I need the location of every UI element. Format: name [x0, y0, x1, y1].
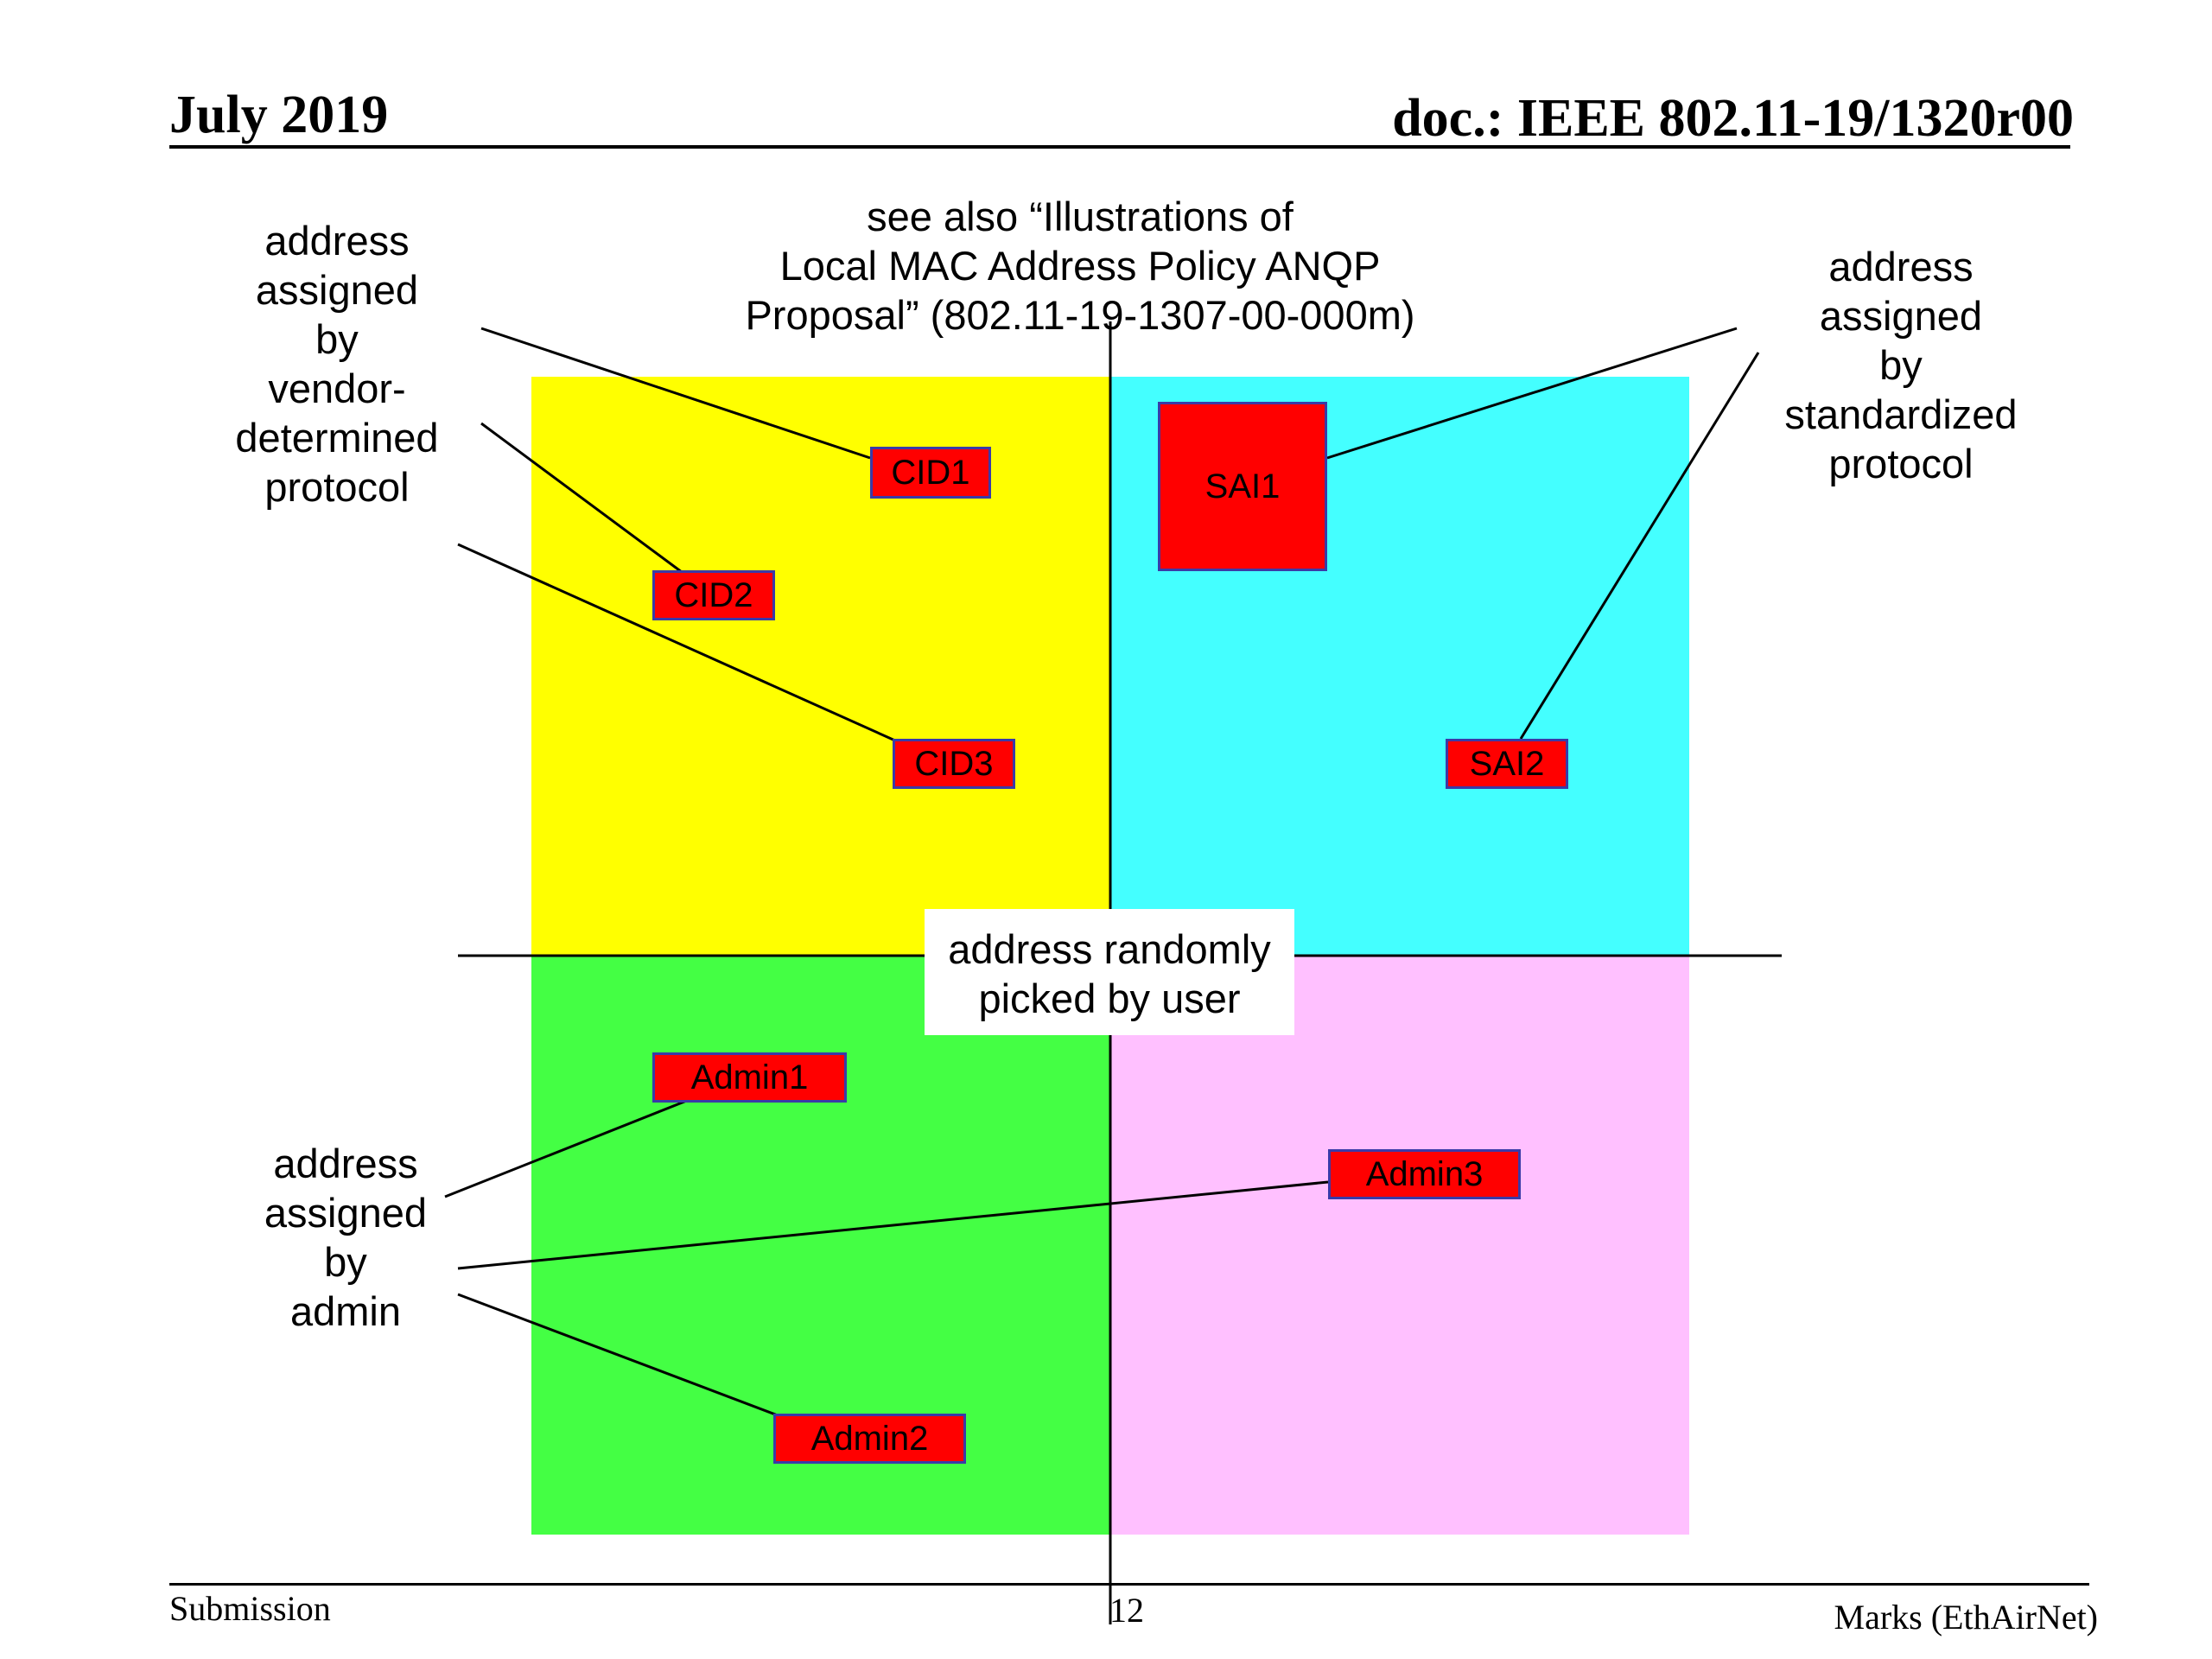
label-line: address [264, 218, 410, 264]
reference-note-line: see also “Illustrations of [867, 194, 1294, 239]
label-vendor-protocol: address assigned by vendor- determined p… [207, 216, 467, 512]
label-line: by [1879, 342, 1923, 388]
footer-submission: Submission [169, 1589, 331, 1628]
label-line: by [324, 1239, 367, 1285]
leader-admin-admin1 [444, 1098, 690, 1198]
reference-note: see also “Illustrations of Local MAC Add… [691, 192, 1469, 340]
leader-admin-admin3 [457, 1180, 1329, 1270]
label-line: protocol [1828, 441, 1974, 486]
label-random-by-user: address randomly picked by user [925, 909, 1294, 1035]
label-admin: address assigned by admin [216, 1139, 475, 1336]
box-admin2: Admin2 [773, 1414, 966, 1464]
header-date: July 2019 [169, 86, 389, 144]
leader-standard-sai2 [1519, 352, 1760, 740]
label-line: admin [289, 1288, 401, 1334]
leader-vendor-cid2 [480, 422, 690, 579]
box-admin1: Admin1 [652, 1052, 847, 1103]
leader-vendor-cid1 [480, 327, 871, 460]
leader-admin-admin2 [457, 1293, 779, 1417]
label-line: address [1828, 244, 1974, 289]
box-cid2: CID2 [652, 570, 775, 620]
label-standardized-protocol: address assigned by standardized protoco… [1763, 242, 2039, 488]
box-cid3: CID3 [893, 739, 1015, 789]
footer-author: Marks (EthAirNet) [1834, 1598, 2098, 1637]
quadrant-top-left [531, 377, 1110, 956]
box-admin3: Admin3 [1328, 1149, 1521, 1199]
quadrant-bottom-right [1110, 956, 1689, 1535]
reference-note-line: Local MAC Address Policy ANQP [779, 243, 1381, 289]
header-doc-id: doc.: IEEE 802.11-19/1320r00 [1392, 89, 2074, 148]
footer-page-number: 12 [1109, 1591, 1144, 1630]
label-line: assigned [255, 267, 419, 313]
header-rule [169, 145, 2070, 149]
footer-rule [169, 1583, 2089, 1586]
leader-vendor-cid3 [457, 543, 906, 747]
reference-note-line: Proposal” (802.11-19-1307-00-000m) [745, 292, 1415, 338]
label-line: vendor- [268, 365, 406, 411]
label-line: picked by user [978, 976, 1241, 1021]
label-line: address [273, 1141, 418, 1186]
label-line: determined [235, 415, 439, 461]
box-sai1: SAI1 [1158, 402, 1327, 571]
label-line: assigned [1819, 293, 1983, 339]
leader-standard-sai1 [1326, 327, 1738, 460]
box-cid1: CID1 [870, 447, 991, 499]
label-line: standardized [1784, 391, 2018, 437]
label-line: protocol [264, 464, 410, 510]
box-sai2: SAI2 [1446, 739, 1568, 789]
label-line: by [315, 316, 359, 362]
label-line: assigned [264, 1190, 428, 1236]
label-line: address randomly [948, 926, 1271, 972]
